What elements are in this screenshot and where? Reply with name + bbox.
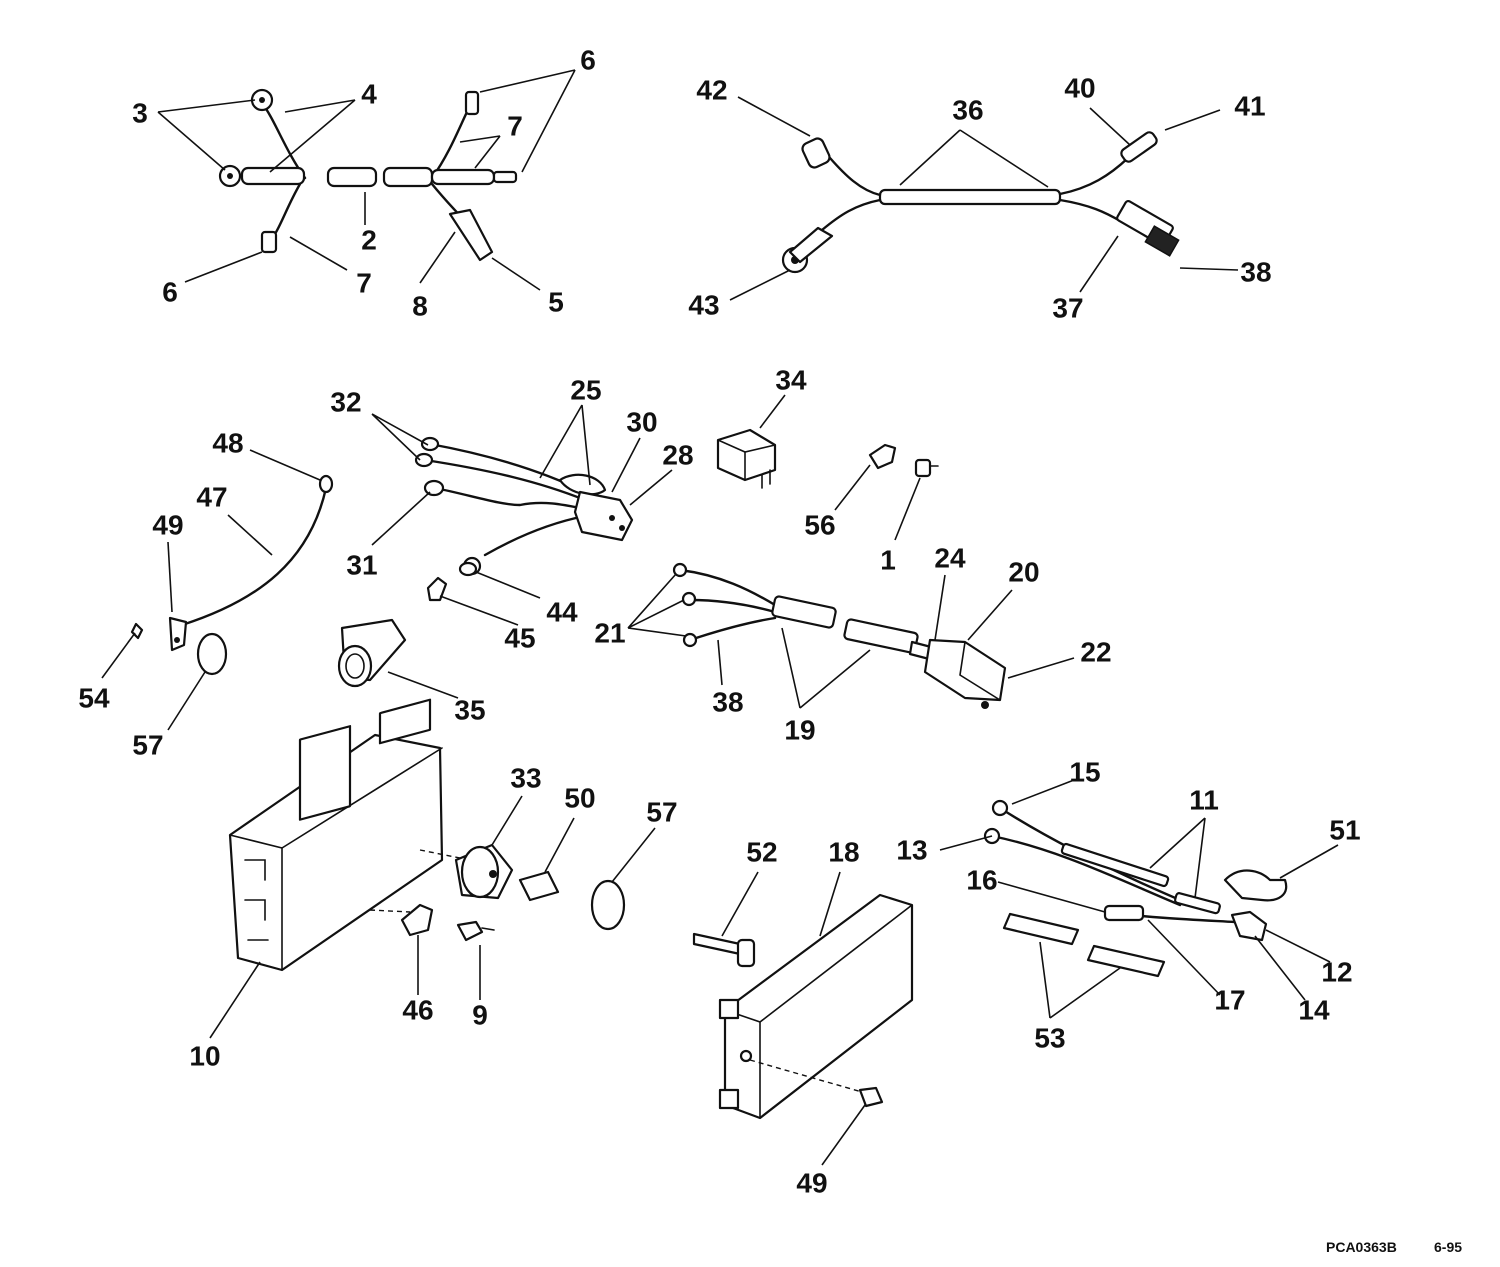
callout-57: 57 xyxy=(132,730,163,761)
harness-19-assembly xyxy=(672,562,1007,709)
callout-43: 44 xyxy=(546,597,578,628)
drawing-reference: PCA0363B 6-95 xyxy=(1326,1239,1462,1255)
harness-2-assembly xyxy=(218,88,518,262)
leader-lines xyxy=(101,69,1339,1166)
callout-32: 32 xyxy=(330,387,361,418)
callout-25: 25 xyxy=(570,375,601,406)
callout-labels: 3 4 2 6 7 8 5 6 7 42 36 40 41 43 37 38 3… xyxy=(78,45,1360,1199)
callout-38: 38 xyxy=(712,687,743,718)
callout-12: 12 xyxy=(1321,957,1352,988)
cover-18 xyxy=(692,893,914,1120)
callout-57: 57 xyxy=(646,797,677,828)
harness-11-assembly xyxy=(983,799,1288,978)
callout-1: 1 xyxy=(880,545,896,576)
callout-48: 49 xyxy=(152,510,183,541)
items-9-33-45-50-57 xyxy=(400,843,626,942)
drawing-code: PCA0363B xyxy=(1326,1239,1397,1255)
relay-34 xyxy=(716,428,777,489)
callout-40: 41 xyxy=(1234,91,1265,122)
callout-24: 24 xyxy=(934,543,966,574)
callout-50: 50 xyxy=(564,783,595,814)
callout-35: 35 xyxy=(454,695,485,726)
callout-56: 56 xyxy=(804,510,835,541)
callout-14: 14 xyxy=(1298,995,1330,1026)
callout-8: 8 xyxy=(412,291,428,322)
callout-4: 4 xyxy=(361,79,377,110)
callout-30: 30 xyxy=(626,407,657,438)
date-code: 6-95 xyxy=(1434,1239,1462,1255)
callout-33: 33 xyxy=(510,763,541,794)
clip-56-and-screw-1 xyxy=(868,443,939,478)
callout-11: 11 xyxy=(1189,785,1219,816)
callout-46: 47 xyxy=(196,482,227,513)
callout-28: 28 xyxy=(662,440,693,471)
callout-7: 7 xyxy=(356,268,372,299)
callout-18: 18 xyxy=(828,837,859,868)
callout-38: 38 xyxy=(1240,257,1271,288)
harness-36-assembly xyxy=(781,131,1180,274)
callout-6: 6 xyxy=(580,45,596,76)
callout-2: 2 xyxy=(361,225,377,256)
callout-31: 31 xyxy=(346,550,377,581)
housing-10 xyxy=(228,698,471,972)
callout-47: 48 xyxy=(212,428,243,459)
callout-49: 49 xyxy=(796,1168,827,1199)
callout-45: 46 xyxy=(402,995,433,1026)
callout-52: 52 xyxy=(746,837,777,868)
callout-19: 19 xyxy=(784,715,815,746)
callout-9: 9 xyxy=(472,1000,488,1031)
callout-13: 13 xyxy=(896,835,927,866)
harness-25-assembly xyxy=(414,436,634,576)
callout-5: 5 xyxy=(548,287,564,318)
callout-39: 40 xyxy=(1064,73,1095,104)
callout-37: 37 xyxy=(1052,293,1083,324)
items-35-43-44 xyxy=(337,561,478,688)
callout-36: 36 xyxy=(952,95,983,126)
callout-41: 42 xyxy=(696,75,727,106)
callout-44: 45 xyxy=(504,623,535,654)
callout-53: 53 xyxy=(1034,1023,1065,1054)
callout-21: 21 xyxy=(594,618,625,649)
callout-15: 15 xyxy=(1069,757,1100,788)
callout-20: 20 xyxy=(1008,557,1039,588)
callout-54: 54 xyxy=(78,683,110,714)
callout-7: 7 xyxy=(507,111,523,142)
callout-16: 16 xyxy=(966,865,997,896)
callout-3: 3 xyxy=(132,98,148,129)
callout-22: 22 xyxy=(1080,637,1111,668)
ground-wire-46 xyxy=(130,474,334,676)
callout-6: 6 xyxy=(162,277,178,308)
callout-17: 17 xyxy=(1214,985,1245,1016)
callout-34: 34 xyxy=(775,365,807,396)
callout-51: 51 xyxy=(1329,815,1360,846)
callout-42: 43 xyxy=(688,290,719,321)
callout-10: 10 xyxy=(189,1041,220,1072)
